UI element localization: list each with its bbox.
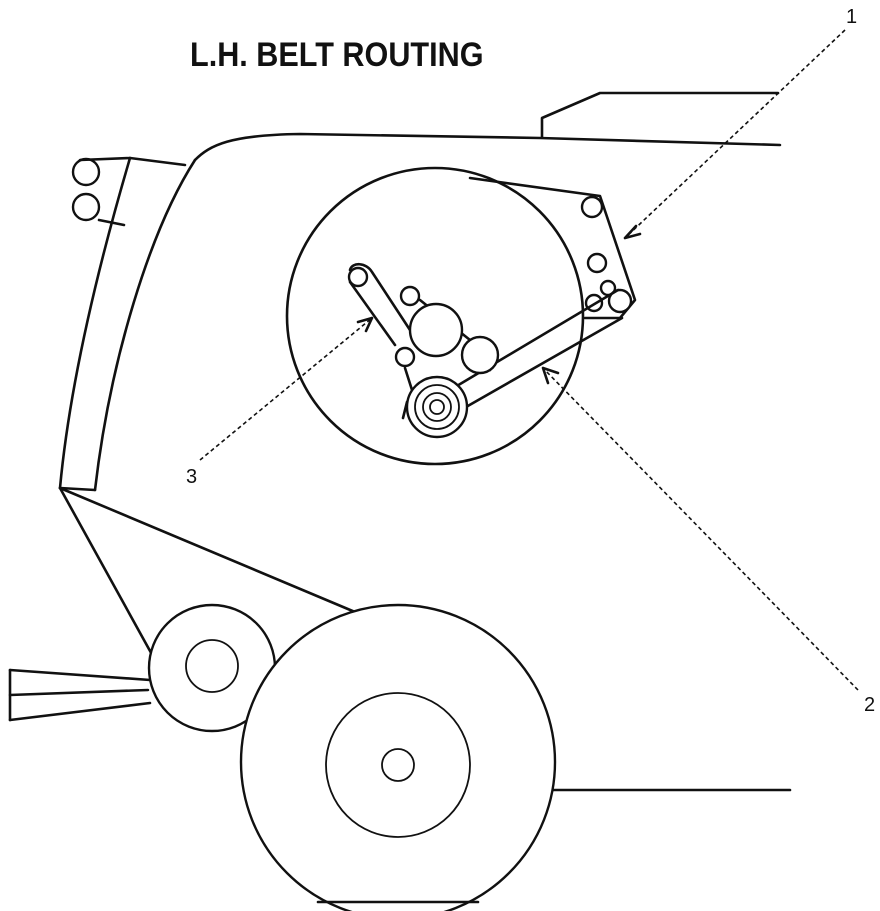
tension-plate bbox=[468, 176, 637, 320]
belt-arm bbox=[438, 288, 624, 417]
callout-label-2: 2 bbox=[864, 694, 876, 716]
callout-3-leader bbox=[199, 316, 374, 461]
upper-arm bbox=[347, 262, 412, 347]
callout-label-3: 3 bbox=[186, 466, 198, 488]
diagram-title: L.H. BELT ROUTING bbox=[190, 36, 484, 74]
callout-1-leader bbox=[623, 29, 846, 240]
hitch-tongue bbox=[8, 668, 152, 722]
large-wheel bbox=[239, 603, 557, 911]
front-rollers bbox=[71, 156, 187, 227]
bale-chamber-circle bbox=[285, 166, 585, 466]
lower-frame bbox=[58, 486, 792, 792]
main-hub bbox=[401, 375, 469, 439]
callout-2-leader bbox=[541, 366, 859, 691]
callout-label-1: 1 bbox=[846, 6, 858, 28]
top-housing bbox=[193, 91, 782, 162]
inner-pulleys bbox=[394, 285, 500, 392]
front-panels bbox=[58, 156, 197, 492]
